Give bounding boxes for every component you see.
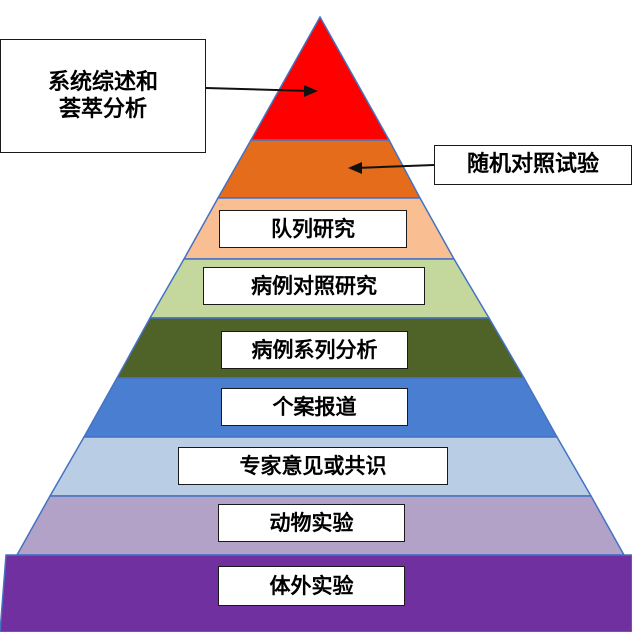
tier-1-systematic-review (249, 15, 391, 141)
top-callout-arrowhead (304, 85, 318, 97)
tier-5-label: 病例系列分析 (221, 331, 408, 369)
tier-6-label: 个案报道 (221, 388, 408, 426)
callout-systematic-review-line1: 系统综述和 (47, 69, 158, 95)
second-callout-arrowhead (348, 162, 362, 174)
callout-randomized-controlled-trial: 随机对照试验 (434, 145, 632, 185)
tier-9-label: 体外实验 (218, 566, 405, 606)
second-callout-arrow (355, 164, 435, 169)
top-callout-arrow (205, 87, 311, 92)
tier-3-label: 队列研究 (219, 210, 407, 248)
tier-2-randomized-controlled-trial (216, 139, 422, 199)
tier-4-label: 病例对照研究 (203, 267, 425, 305)
tier-8-label: 动物实验 (218, 504, 405, 542)
callout-systematic-review-line2: 荟萃分析 (58, 97, 147, 122)
callout-systematic-review: 系统综述和 荟萃分析 (0, 39, 206, 153)
tier-7-label: 专家意见或共识 (178, 447, 448, 485)
